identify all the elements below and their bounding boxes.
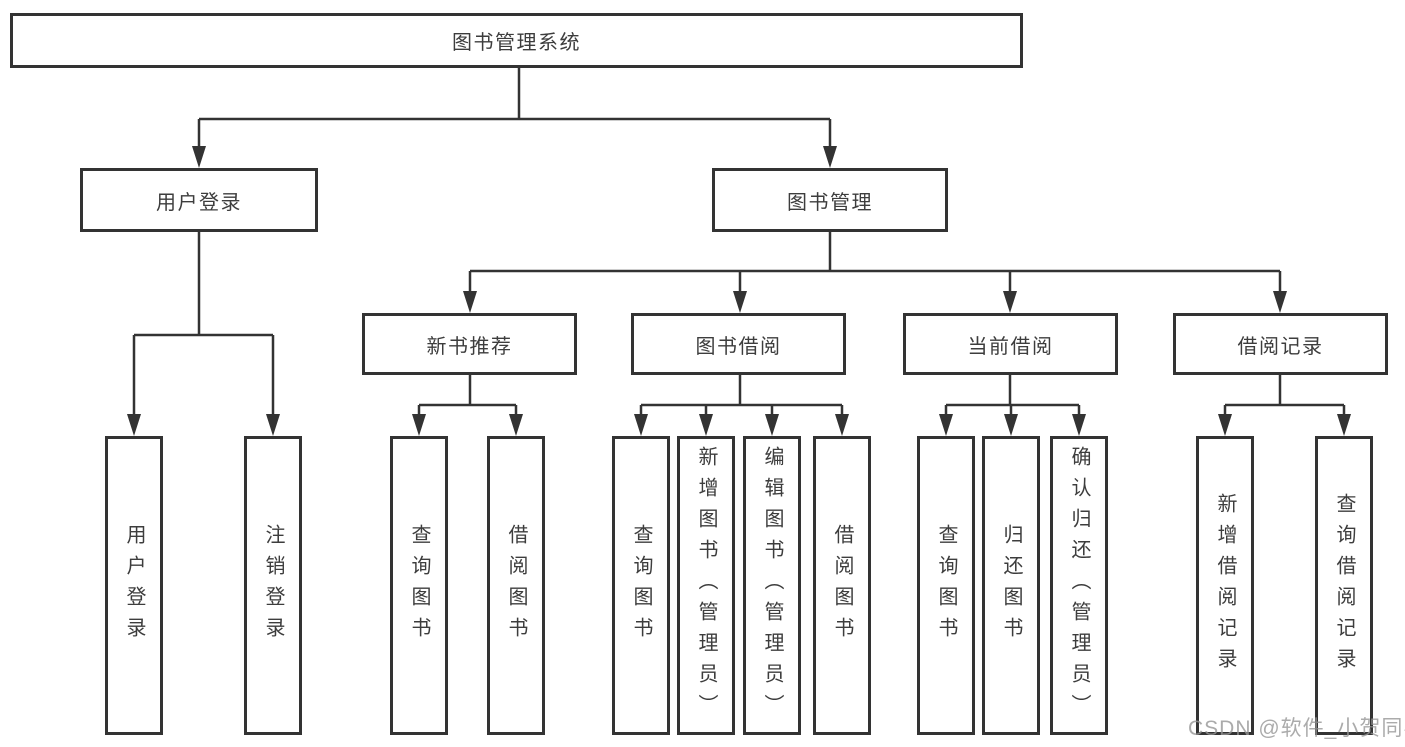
leaf-query-books-current: 查询图书: [917, 436, 975, 735]
node-borrow-record: 借阅记录: [1173, 313, 1388, 375]
leaf-borrow-books-recommend: 借阅图书: [487, 436, 545, 735]
leaf-return-books: 归还图书: [982, 436, 1040, 735]
leaf-label: 查询借阅记录: [1333, 492, 1355, 679]
leaf-query-books-borrow: 查询图书: [612, 436, 670, 735]
leaf-label: 注销登录: [262, 523, 284, 648]
connector-arrowheads: [127, 146, 1351, 436]
leaf-label: 编辑图书（管理员）: [761, 446, 783, 725]
node-current-borrow: 当前借阅: [903, 313, 1118, 375]
node-user-login-module: 用户登录: [80, 168, 318, 232]
leaf-label: 确认归还（管理员）: [1068, 446, 1090, 725]
leaf-label: 归还图书: [1000, 523, 1022, 648]
leaf-query-books-recommend: 查询图书: [390, 436, 448, 735]
node-book-management-module: 图书管理: [712, 168, 948, 232]
leaf-label: 查询图书: [408, 523, 430, 648]
node-book-borrow: 图书借阅: [631, 313, 846, 375]
leaf-borrow-books: 借阅图书: [813, 436, 871, 735]
leaf-label: 新增图书（管理员）: [695, 446, 717, 725]
leaf-add-borrow-record: 新增借阅记录: [1196, 436, 1254, 735]
node-new-book-recommend: 新书推荐: [362, 313, 577, 375]
leaf-label: 新增借阅记录: [1214, 492, 1236, 679]
csdn-watermark: CSDN @软件_小贺同学: [1188, 717, 1405, 740]
leaf-query-borrow-record: 查询借阅记录: [1315, 436, 1373, 735]
leaf-edit-books-admin: 编辑图书（管理员）: [743, 436, 801, 735]
leaf-label: 查询图书: [630, 523, 652, 648]
leaf-add-books-admin: 新增图书（管理员）: [677, 436, 735, 735]
leaf-logout: 注销登录: [244, 436, 302, 735]
node-root-system: 图书管理系统: [10, 13, 1023, 68]
connector-lines: [132, 68, 1346, 415]
leaf-label: 用户登录: [123, 523, 145, 648]
leaf-label: 查询图书: [935, 523, 957, 648]
leaf-label: 借阅图书: [831, 523, 853, 648]
leaf-label: 借阅图书: [505, 523, 527, 648]
leaf-confirm-return-admin: 确认归还（管理员）: [1050, 436, 1108, 735]
leaf-user-login: 用户登录: [105, 436, 163, 735]
